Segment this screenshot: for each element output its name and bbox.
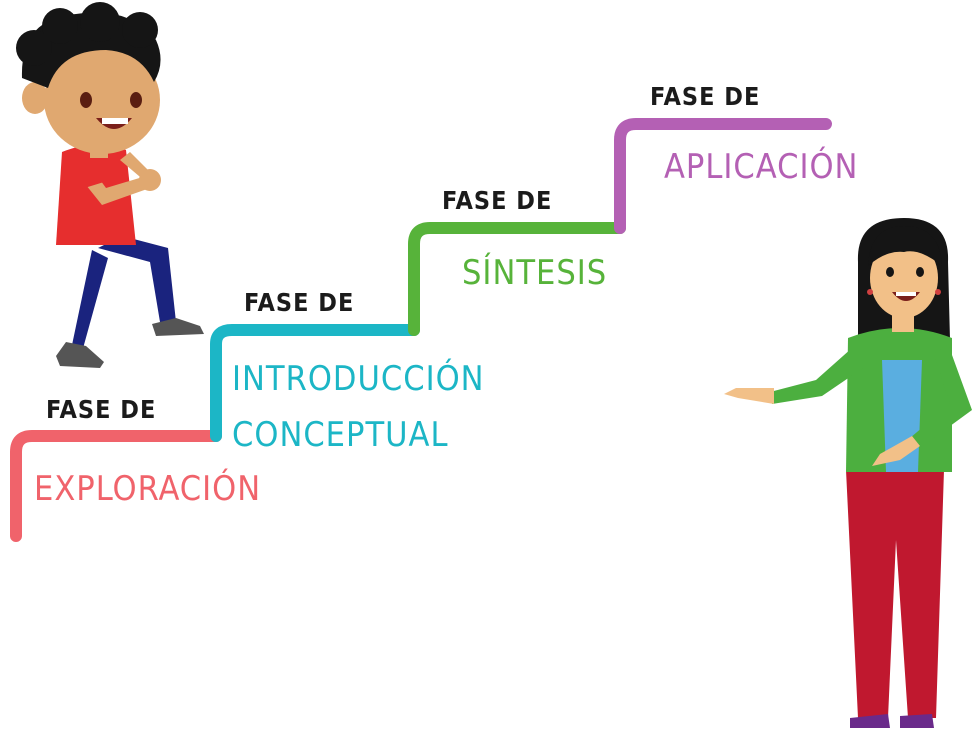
step-2-prefix: FASE DE xyxy=(244,288,355,317)
stair-line-exploracion xyxy=(10,430,222,542)
stair-line-aplicacion xyxy=(614,118,832,234)
stair-line-sintesis xyxy=(408,222,626,336)
step-2-name-line-1: INTRODUCCIÓN xyxy=(232,359,485,399)
step-4-name: APLICACIÓN xyxy=(664,147,859,187)
stair-line-introduccion xyxy=(210,324,420,442)
step-1-name: EXPLORACIÓN xyxy=(34,469,262,509)
boy-climbing-illustration xyxy=(16,2,204,368)
step-3-name: SÍNTESIS xyxy=(462,253,608,293)
step-1-prefix: FASE DE xyxy=(46,395,157,424)
step-3-prefix: FASE DE xyxy=(442,186,553,215)
step-2-name-line-2: CONCEPTUAL xyxy=(232,415,449,455)
step-4-prefix: FASE DE xyxy=(650,82,761,111)
woman-presenting-illustration xyxy=(724,218,972,728)
